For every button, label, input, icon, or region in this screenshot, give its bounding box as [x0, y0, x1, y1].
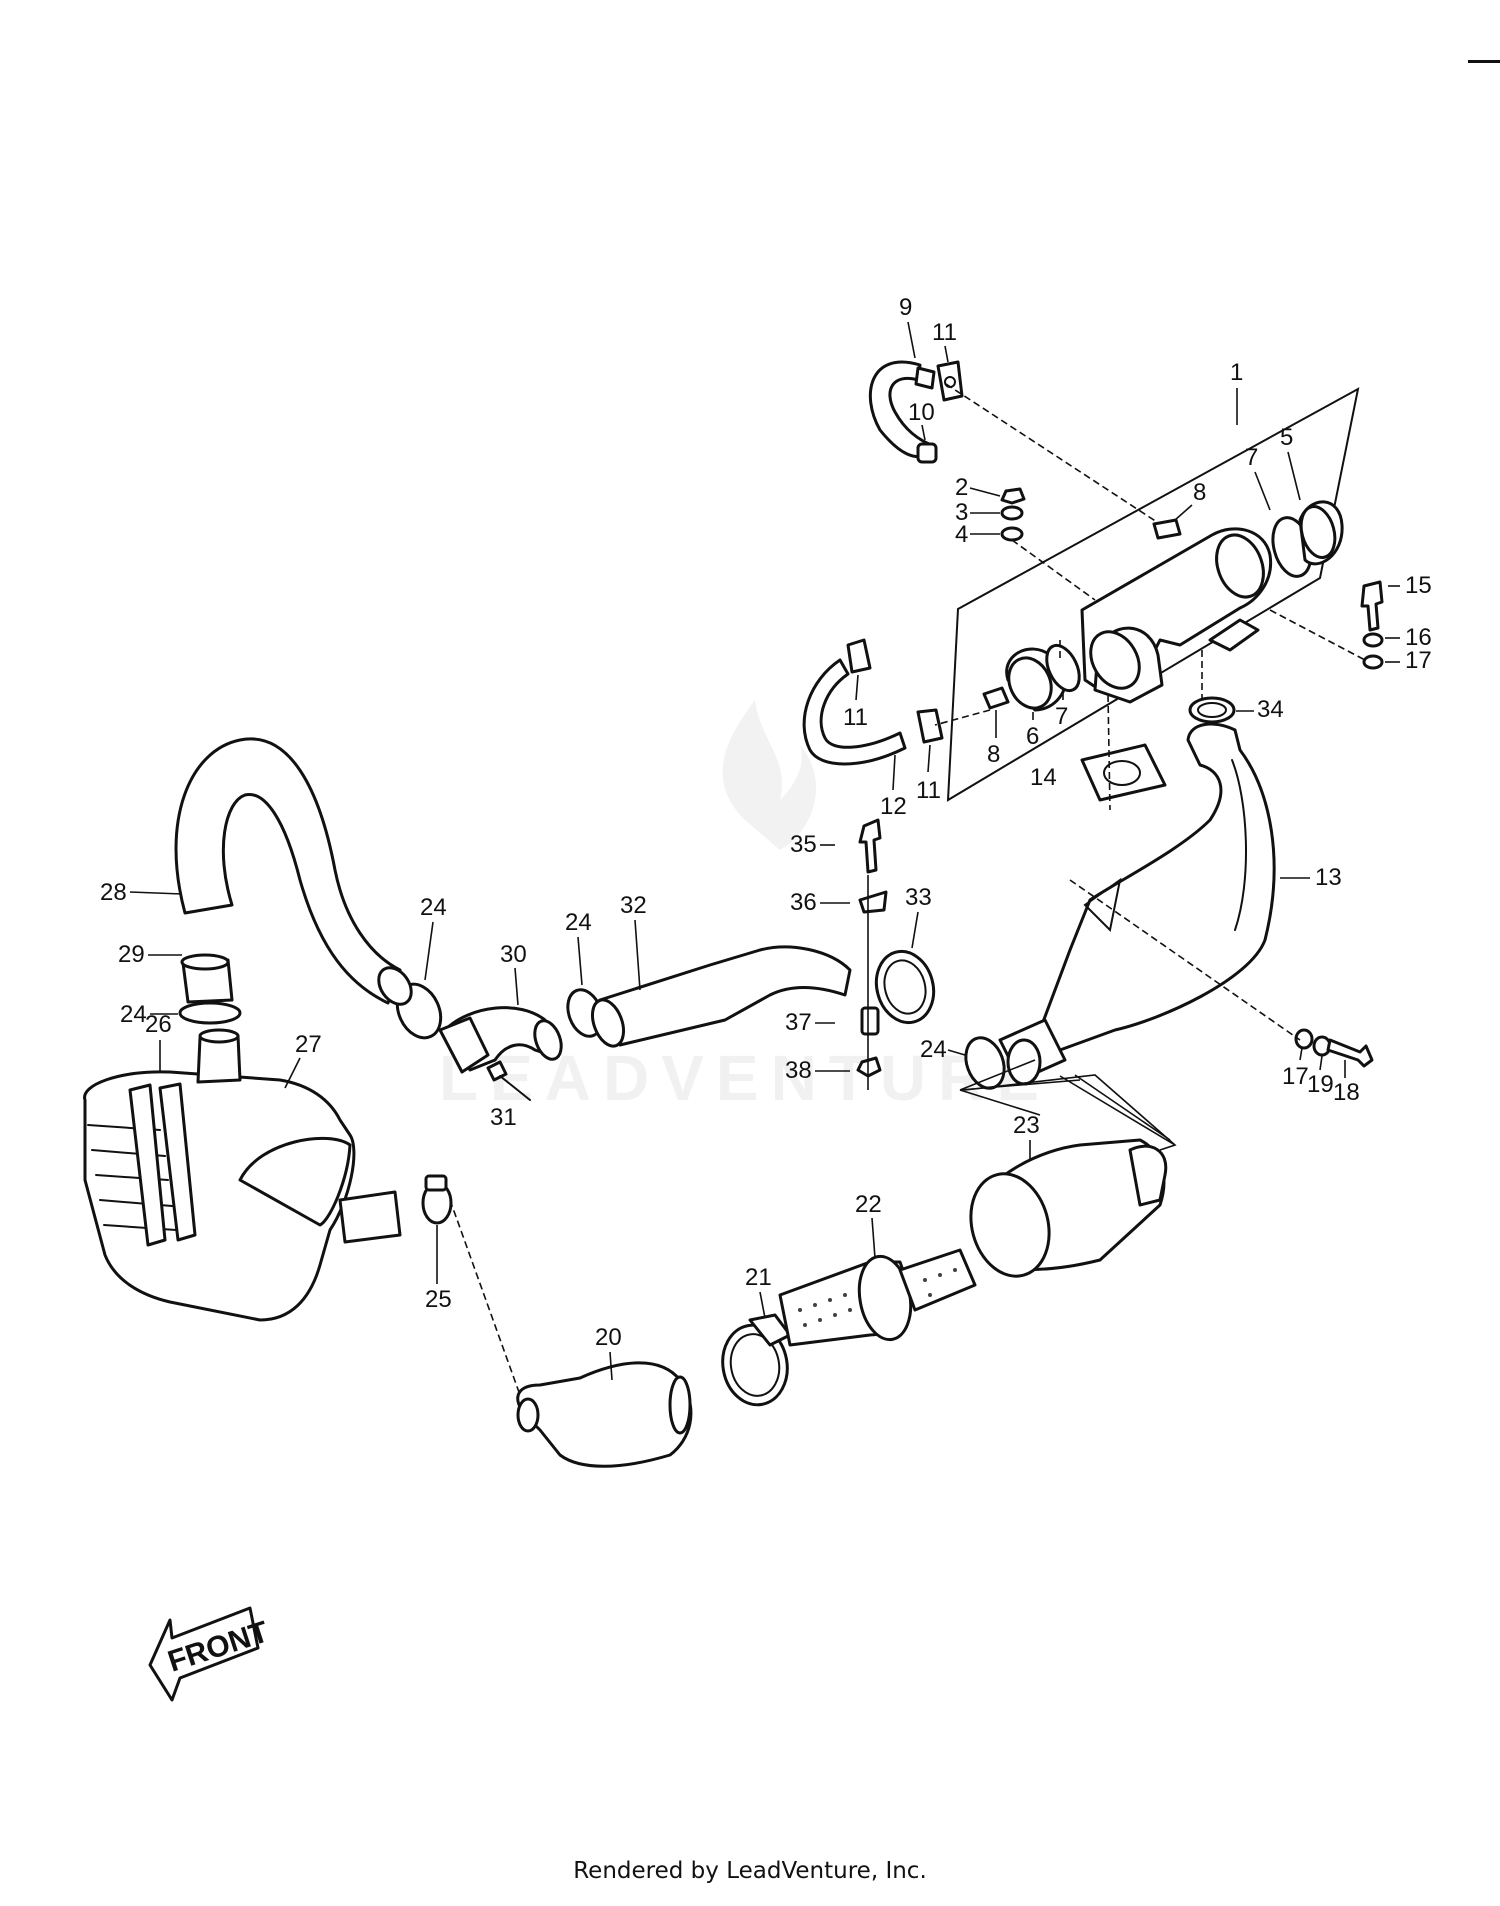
- hose-bracket-11-lower-left: [846, 638, 872, 674]
- gasket-34: [1188, 696, 1236, 724]
- callout-24-mid: 24: [420, 894, 447, 921]
- callout-24-right: 24: [920, 1036, 947, 1063]
- callout-32: 32: [620, 892, 647, 919]
- callout-23: 23: [1013, 1112, 1040, 1139]
- callout-3: 3: [955, 499, 968, 526]
- washer-3: [1000, 505, 1024, 521]
- callout-34: 34: [1257, 696, 1284, 723]
- callout-11-top: 11: [932, 319, 957, 346]
- callout-14: 14: [1030, 764, 1057, 791]
- callout-19: 19: [1307, 1071, 1334, 1098]
- leadventure-watermark: LEADVENTURE: [439, 700, 1051, 1114]
- pipe-32: [598, 945, 852, 1047]
- callout-30: 30: [500, 941, 527, 968]
- gasket-14: [1080, 743, 1167, 802]
- callout-35: 35: [790, 831, 817, 858]
- hose-28: [174, 737, 402, 1005]
- callout-13: 13: [1315, 864, 1342, 891]
- callout-37: 37: [785, 1009, 812, 1036]
- callout-7-left: 7: [1055, 703, 1068, 730]
- corner-mark: [1468, 60, 1500, 63]
- hose-connector-upper: [914, 366, 936, 390]
- callout-22: 22: [855, 1191, 882, 1218]
- washer-4: [1000, 526, 1024, 542]
- fitting-8-upper: [1152, 518, 1182, 540]
- callout-4: 4: [955, 521, 968, 548]
- callout-26: 26: [145, 1011, 172, 1038]
- nut-2: [1000, 487, 1026, 505]
- exhaust-pipe-13: [1038, 722, 1276, 1052]
- callout-16: 16: [1405, 624, 1432, 651]
- callout-8-lower: 8: [987, 741, 1000, 768]
- callout-20: 20: [595, 1324, 622, 1351]
- washer-16: [1362, 632, 1384, 648]
- bracket-36: [858, 890, 888, 914]
- collar-37: [860, 1006, 880, 1036]
- callout-9: 9: [899, 294, 912, 321]
- callout-18: 18: [1333, 1079, 1360, 1106]
- callout-21: 21: [745, 1264, 772, 1291]
- callout-17-lower: 17: [1282, 1063, 1309, 1090]
- front-direction-arrow: FRONT: [148, 1606, 272, 1702]
- hose-bracket-11-lower-right: [916, 708, 944, 744]
- callout-29: 29: [118, 941, 145, 968]
- muffler-strap-27: [128, 1083, 167, 1247]
- sensor-31: [486, 1060, 508, 1082]
- bolt-15: [1360, 580, 1384, 632]
- callout-1: 1: [1230, 359, 1243, 386]
- callout-31: 31: [490, 1104, 517, 1131]
- callout-5: 5: [1280, 424, 1293, 451]
- callout-24-left: 24: [120, 1001, 147, 1028]
- callout-2: 2: [955, 474, 968, 501]
- clamp-33: [874, 949, 936, 1025]
- callout-28: 28: [100, 879, 127, 906]
- watermark-text: LEADVENTURE: [439, 1042, 1051, 1114]
- callout-36: 36: [790, 889, 817, 916]
- bolt-18: [1326, 1038, 1374, 1068]
- callout-10: 10: [908, 399, 935, 426]
- callout-11-left: 11: [843, 704, 868, 731]
- tail-pipe-20: [516, 1361, 693, 1468]
- callout-15: 15: [1405, 572, 1432, 599]
- hose-clamp-10: [916, 442, 938, 464]
- leader-lines: [449, 383, 1366, 1396]
- assembly-1-outline: [946, 387, 1360, 802]
- clamp-24-left: [178, 1001, 242, 1025]
- callout-8-upper: 8: [1193, 479, 1206, 506]
- gasket-7-left: [1045, 643, 1081, 693]
- callout-12: 12: [880, 793, 907, 820]
- callout-27: 27: [295, 1031, 322, 1058]
- nut-38: [856, 1056, 882, 1078]
- callout-7-right: 7: [1245, 444, 1258, 471]
- callout-24-center: 24: [565, 909, 592, 936]
- washer-17-upper: [1362, 654, 1384, 670]
- footer-text: Rendered by LeadVenture, Inc.: [573, 1858, 927, 1884]
- callout-25: 25: [425, 1286, 452, 1313]
- callout-17-upper: 17: [1405, 647, 1432, 674]
- hose-bracket-11-top: [936, 360, 964, 402]
- bolt-35: [858, 818, 882, 874]
- callout-38: 38: [785, 1057, 812, 1084]
- water-hose-12: [802, 658, 907, 766]
- callout-6: 6: [1026, 723, 1039, 750]
- callout-33: 33: [905, 884, 932, 911]
- fitting-8-lower: [982, 686, 1010, 710]
- callout-labels: 1 2 3 4 5 6 7 7 8 8 9 10 11 11 11 12 13 …: [100, 294, 1432, 1381]
- washer-17-lower: [1294, 1028, 1314, 1050]
- callout-11-right: 11: [916, 777, 941, 804]
